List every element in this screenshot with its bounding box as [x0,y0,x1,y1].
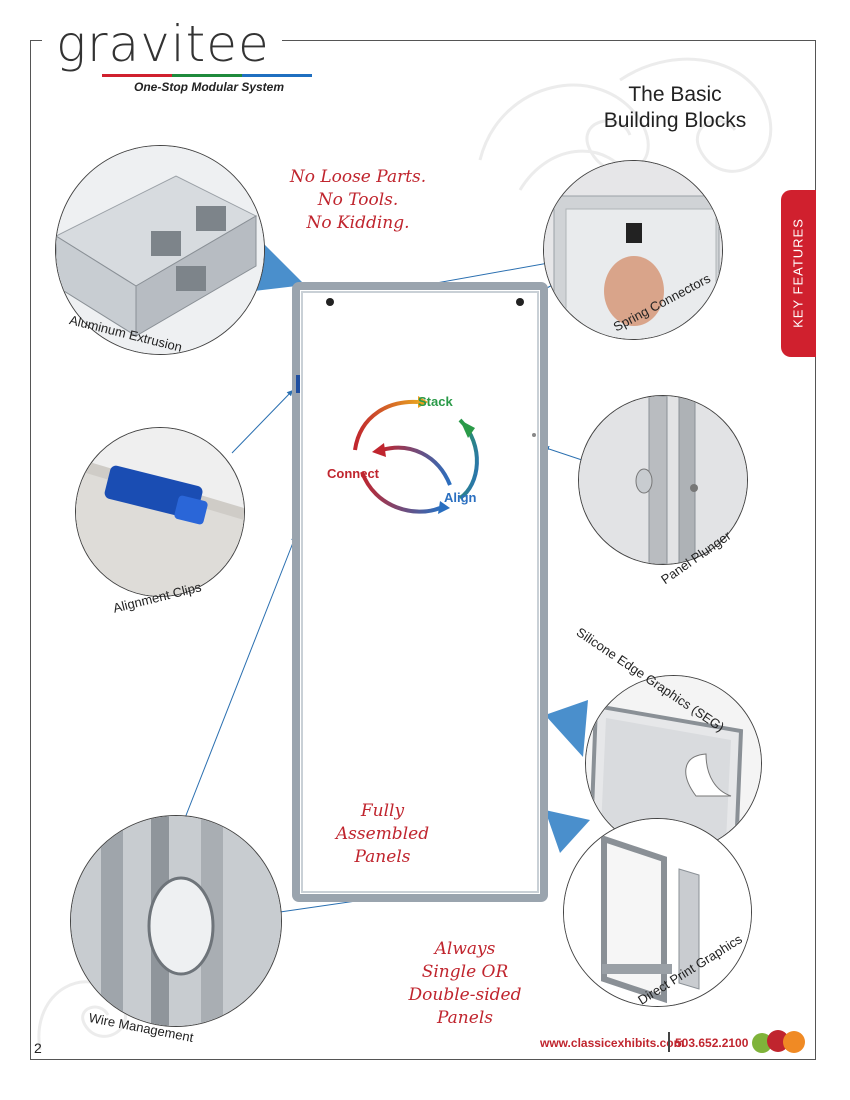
callout-line: Single OR [421,962,509,982]
fully-assembled-callout: Fully Assembled Panels [310,800,455,869]
cycle-label-stack: Stack [418,394,453,409]
brand-logo: gravitee One-Stop Modular System [42,10,312,94]
callout-line: Assembled [335,824,430,844]
seg-graphics-photo [585,675,762,852]
wedge-seg [545,700,588,757]
callout-line: Double-sided [408,985,522,1005]
brand-color-lines [102,74,312,77]
stack-connect-align-cycle: Stack Connect Align [327,394,479,514]
brand-wordmark: gravitee [56,15,270,73]
spring-connectors-photo [543,160,723,340]
callout-line: Panels [437,1008,493,1028]
page-number: 2 [34,1040,42,1056]
callout-line: Panels [354,847,411,867]
callout-line: No Kidding. [306,213,410,233]
footer-phone: 503.652.2100 [675,1036,749,1050]
no-loose-parts-callout: No Loose Parts. No Tools. No Kidding. [268,166,448,235]
wedge-direct [545,810,590,853]
callout-line: No Tools. [317,190,399,210]
aluminum-extrusion-photo [55,145,265,355]
page-frame [30,40,816,1060]
page-title-line2: Building Blocks [603,109,747,132]
cycle-label-connect: Connect [327,466,380,481]
brand-tagline: One-Stop Modular System [134,80,285,94]
panel-plunger-photo [578,395,748,565]
key-features-tab[interactable]: KEY FEATURES [781,190,816,357]
direct-print-photo [563,818,752,1007]
always-single-double-callout: Always Single OR Double-sided Panels [385,938,545,1030]
callout-line: Fully [360,801,405,821]
alignment-clips-photo [75,427,245,597]
callout-line: Always [434,939,496,959]
page-title-line1: The Basic [628,83,722,106]
wire-management-photo [70,815,282,1027]
fruit-logo-icon [752,1030,805,1053]
callout-line: No Loose Parts. [289,167,427,187]
footer-website-link[interactable]: www.classicexhibits.com [540,1036,685,1050]
footer-separator [668,1032,670,1052]
cycle-label-align: Align [444,490,477,505]
background-swirl-decoration-bottom [37,980,127,1051]
page-title: The Basic Building Blocks [560,82,790,134]
